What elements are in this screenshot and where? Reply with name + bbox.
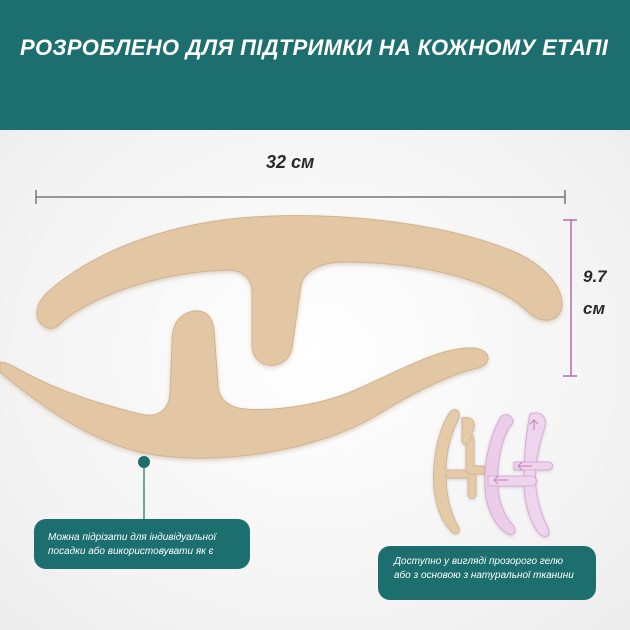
- height-dimension-line: [563, 219, 577, 377]
- height-dimension-label: 9.7 см: [583, 267, 607, 318]
- trim-info-callout: Можна підрізати для індивідуальної посад…: [34, 519, 250, 569]
- brace-upper-piece: [36, 215, 563, 366]
- header-banner: РОЗРОБЛЕНО ДЛЯ ПІДТРИМКИ НА КОЖНОМУ ЕТАП…: [0, 0, 630, 130]
- clear-gel-variant-image: [484, 412, 553, 537]
- brace-lower-piece: [0, 310, 489, 459]
- material-info-callout: Доступно у вигляді прозорого гелю або з …: [378, 546, 596, 600]
- page-title: РОЗРОБЛЕНО ДЛЯ ПІДТРИМКИ НА КОЖНОМУ ЕТАП…: [20, 35, 609, 60]
- width-dimension-line: [35, 190, 566, 204]
- width-dimension-label: 32 см: [266, 152, 315, 172]
- callout-connector-left: [138, 456, 150, 520]
